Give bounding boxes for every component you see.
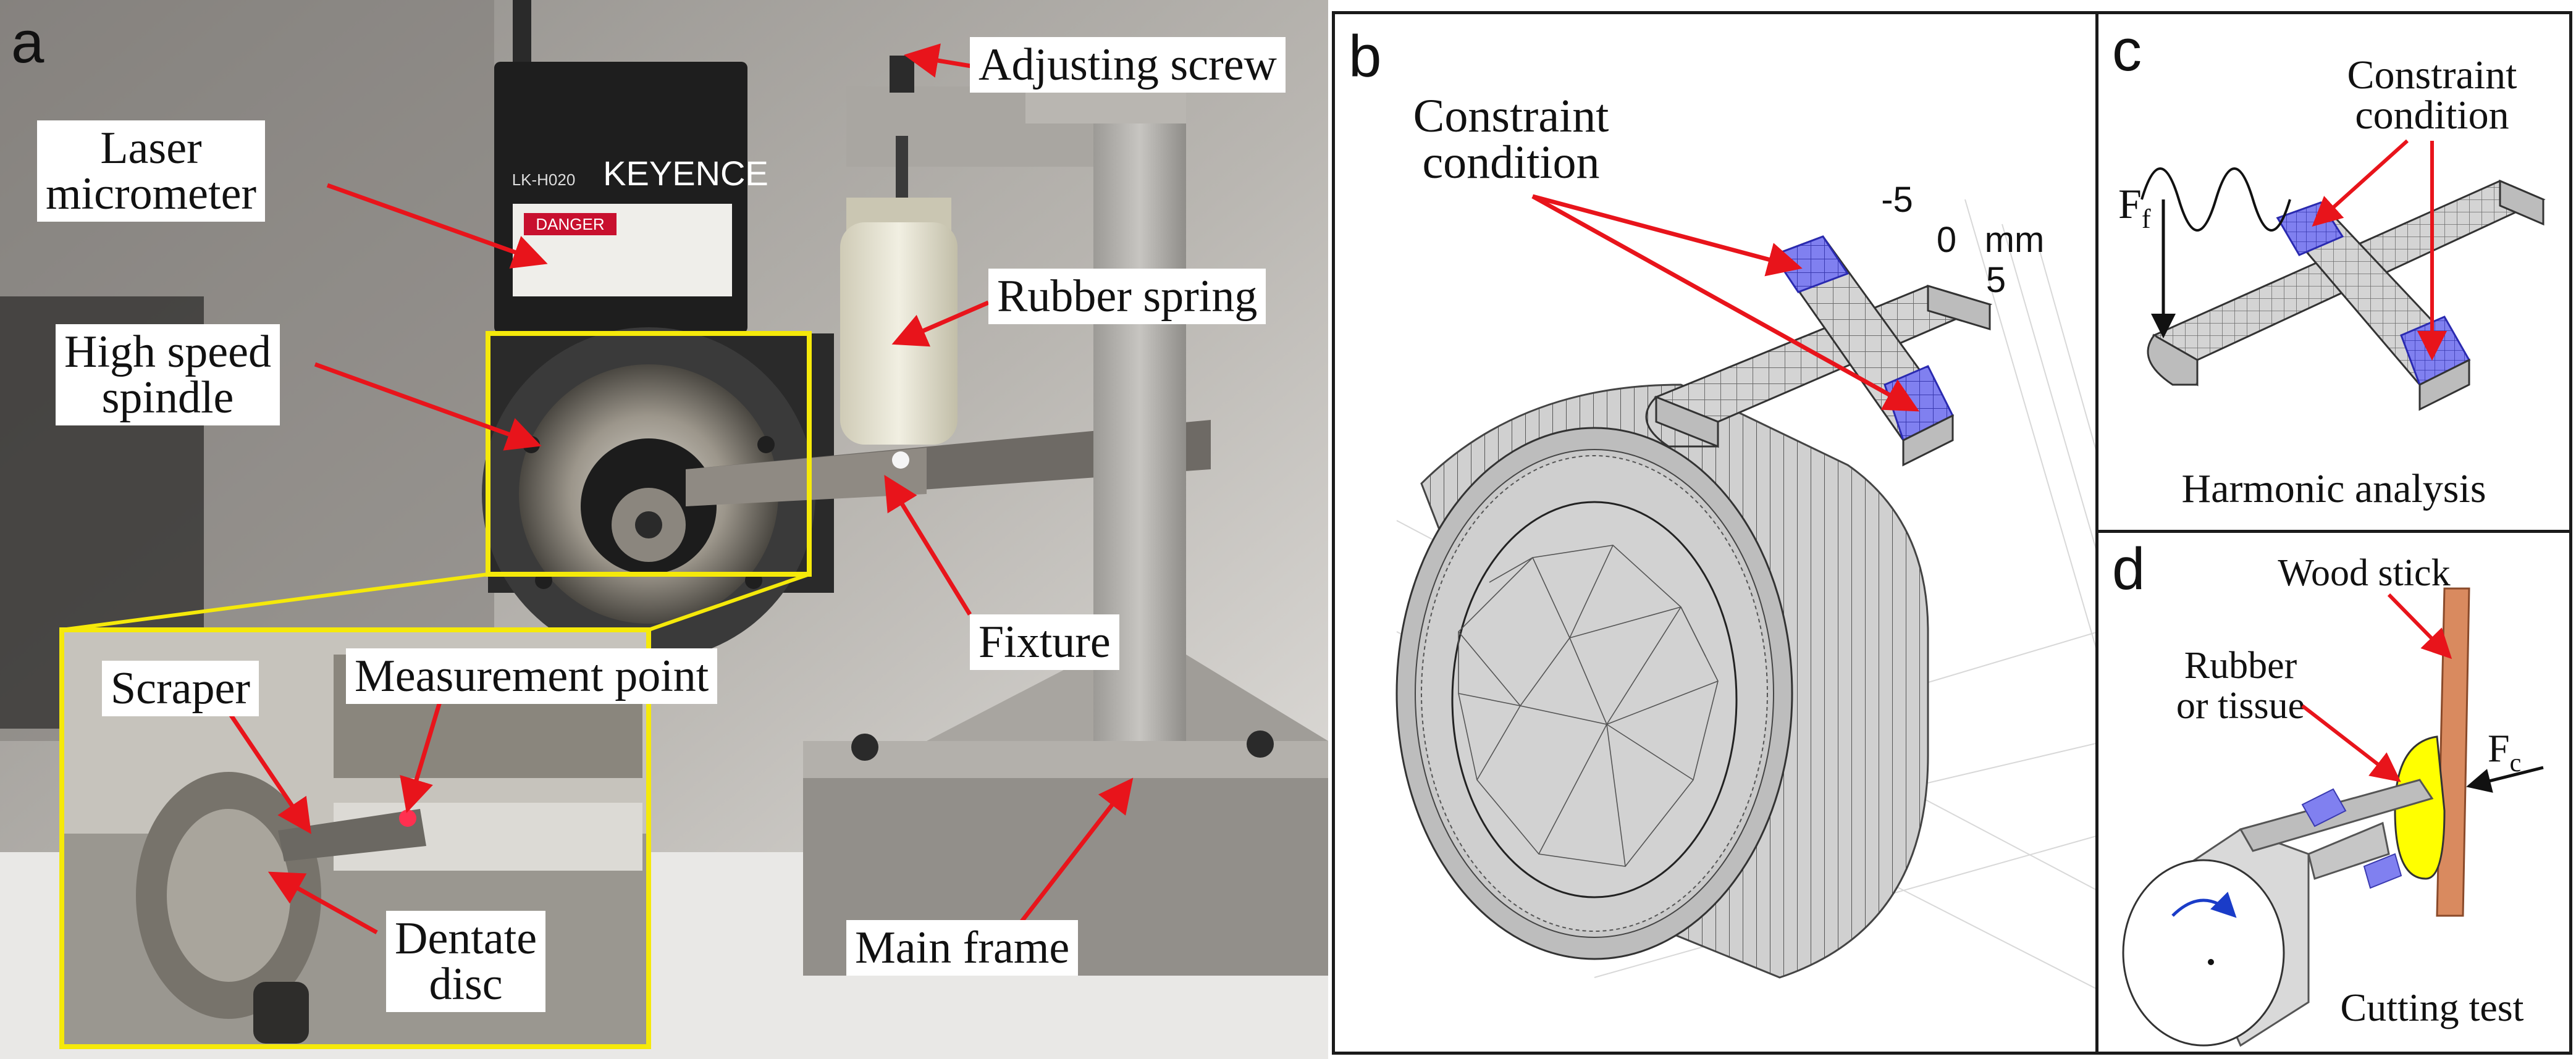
wood-stick bbox=[2436, 587, 2470, 917]
laser-micrometer-device: DANGER KEYENCE LK-H020 bbox=[494, 0, 768, 333]
d-force-arrow bbox=[2466, 766, 2544, 793]
b-constraint-arrows bbox=[1531, 194, 1920, 412]
zoom-connector-right bbox=[648, 572, 810, 632]
device-danger-label: DANGER bbox=[536, 215, 604, 233]
dentate-disc-mesh bbox=[1395, 383, 1929, 979]
c-constraint-line1: Constraint bbox=[2347, 52, 2517, 98]
label-laser-line1: Laser bbox=[100, 123, 202, 174]
label-dentate-line2: disc bbox=[429, 959, 503, 1010]
d-scraper-arm bbox=[2239, 779, 2434, 889]
arrow-dentate-disc bbox=[267, 871, 378, 935]
device-model-label: LK-H020 bbox=[512, 170, 576, 189]
c-force-symbol: F bbox=[2118, 180, 2142, 227]
label-laser-line2: micrometer bbox=[46, 169, 257, 219]
label-spindle-line2: spindle bbox=[101, 372, 234, 423]
panel-letter-d: d bbox=[2112, 536, 2145, 602]
c-constraint-line2: condition bbox=[2355, 93, 2509, 138]
panel-letter-a: a bbox=[11, 9, 44, 75]
d-rubber-line1: Rubber bbox=[2184, 645, 2297, 687]
harmonic-analysis-illustration: Ff Constraint condition Harmonic analysi… bbox=[2118, 52, 2546, 511]
c-force-subscript: f bbox=[2142, 204, 2151, 234]
d-rubber-line2: or tissue bbox=[2176, 685, 2305, 727]
arrow-scraper bbox=[224, 706, 311, 834]
scraper-cross-mesh bbox=[1645, 235, 1993, 467]
arrow-rubber-spring bbox=[891, 300, 990, 347]
c-force-waveform bbox=[2140, 167, 2291, 232]
label-dentate-disc: Dentate disc bbox=[386, 911, 546, 1012]
panel-d-cutting: Wood stick Rubber or tissue Fc Cutting t… bbox=[2095, 530, 2572, 1055]
spindle-highlight-box bbox=[486, 331, 812, 577]
label-adjusting-screw: Adjusting screw bbox=[970, 37, 1286, 93]
label-spindle-line1: High speed bbox=[64, 327, 271, 377]
arrow-fixture bbox=[884, 475, 972, 616]
c-caption: Harmonic analysis bbox=[2181, 466, 2486, 511]
panel-b-mesh: Constraint condition -5 0 5 mm b bbox=[1332, 11, 2102, 1055]
fixture-bar bbox=[686, 420, 1211, 506]
panel-letter-b: b bbox=[1349, 23, 1382, 90]
rotation-arrow bbox=[2171, 892, 2237, 918]
d-caption: Cutting test bbox=[2341, 986, 2524, 1029]
arrow-main-frame bbox=[1011, 777, 1134, 934]
rubber-tissue bbox=[2394, 735, 2446, 880]
panel-a-photo: DANGER KEYENCE LK-H020 bbox=[0, 0, 1328, 1059]
label-high-speed-spindle: High speed spindle bbox=[56, 324, 280, 425]
panel-c-harmonic: Ff Constraint condition Harmonic analysi… bbox=[2095, 11, 2572, 536]
d-force-subscript: c bbox=[2510, 749, 2522, 777]
cutting-test-illustration: Wood stick Rubber or tissue Fc Cutting t… bbox=[2122, 552, 2544, 1047]
d-force-label: Fc bbox=[2488, 726, 2521, 777]
label-rubber-spring: Rubber spring bbox=[988, 269, 1266, 324]
b-constraint-line1: Constraint bbox=[1413, 90, 1609, 142]
arrow-spindle bbox=[314, 362, 542, 451]
label-dentate-line1: Dentate bbox=[395, 913, 537, 964]
b-axis-unit: mm bbox=[1985, 220, 2045, 260]
high-speed-spindle bbox=[482, 327, 834, 661]
arrow-laser-micrometer bbox=[326, 183, 548, 269]
d-rubber-arrow bbox=[2301, 704, 2401, 782]
b-axis-tick-2: 0 bbox=[1937, 220, 1956, 260]
zoom-connector-left bbox=[61, 572, 489, 632]
b-axis-tick-3: 5 bbox=[1986, 260, 2006, 300]
d-wood-stick-label: Wood stick bbox=[2278, 552, 2450, 594]
b-axis-tick-1: -5 bbox=[1881, 180, 1913, 220]
fe-mesh-illustration: Constraint condition -5 0 5 mm bbox=[1395, 90, 2098, 990]
d-dentate-disc bbox=[2122, 828, 2310, 1047]
label-fixture: Fixture bbox=[970, 614, 1119, 670]
c-scraper-mesh bbox=[2147, 179, 2546, 411]
callout-arrows bbox=[224, 43, 1134, 935]
label-scraper: Scraper bbox=[102, 661, 259, 716]
label-measurement-point: Measurement point bbox=[346, 648, 718, 704]
d-wood-stick-arrow bbox=[2387, 593, 2452, 659]
arrow-measurement-point bbox=[400, 684, 447, 813]
device-brand-label: KEYENCE bbox=[603, 154, 768, 193]
c-force-label: Ff bbox=[2118, 180, 2151, 234]
d-force-symbol: F bbox=[2488, 726, 2510, 770]
b-constraint-line2: condition bbox=[1422, 136, 1599, 188]
label-main-frame: Main frame bbox=[846, 920, 1079, 976]
label-laser-micrometer: Laser micrometer bbox=[37, 120, 266, 222]
c-constraint-arrows bbox=[2312, 139, 2447, 361]
panel-letter-c: c bbox=[2112, 17, 2142, 83]
